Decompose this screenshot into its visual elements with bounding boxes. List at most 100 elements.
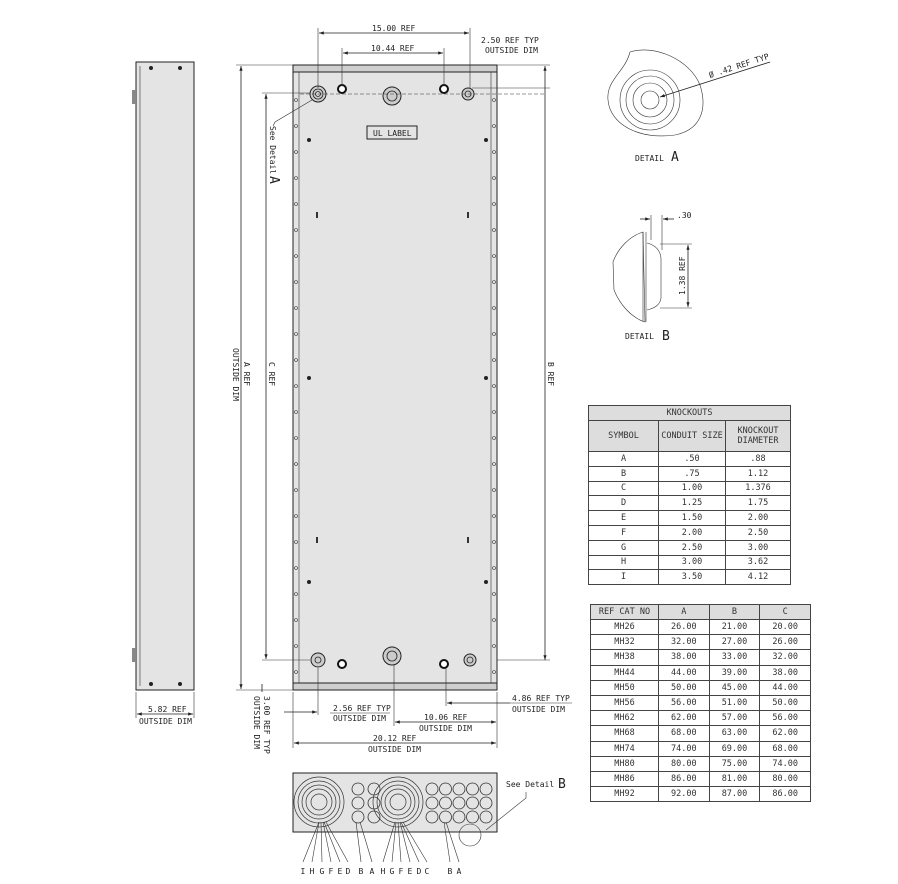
rivet-icon	[492, 280, 496, 284]
dim-15-ref: 15.00 REF	[372, 24, 416, 33]
table-cell: 26.00	[759, 634, 811, 651]
knockout	[425, 796, 439, 810]
callout-label: B	[448, 867, 453, 876]
table-cell: 80.00	[658, 755, 710, 772]
table-cell: MH50	[590, 679, 659, 696]
header-c: C	[759, 604, 811, 620]
knockouts-table: KNOCKOUTS SYMBOL CONDUIT SIZE KNOCKOUT D…	[588, 405, 791, 586]
callout-label: H	[381, 867, 386, 876]
table-cell: 33.00	[708, 649, 761, 666]
knockout	[367, 782, 381, 796]
detail-b-depth: .30	[677, 211, 692, 220]
screw-icon	[484, 376, 488, 380]
callout-leader	[311, 821, 320, 863]
detail-a: Ø .42 REF TYP DETAIL A	[607, 49, 771, 165]
table-cell: .75	[658, 465, 726, 482]
callout-label: E	[408, 867, 413, 876]
callout-label: I	[301, 867, 306, 876]
header-b: B	[708, 604, 761, 620]
rivet-icon	[294, 358, 298, 362]
callout-leader	[355, 821, 362, 863]
rivet-icon	[294, 540, 298, 544]
knockout-ring	[305, 788, 333, 816]
dim-10-44-ref: 10.44 REF	[371, 44, 415, 53]
rivet-icon	[294, 592, 298, 596]
knockout	[439, 810, 452, 824]
table-cell: 1.25	[658, 495, 726, 512]
rivet-icon	[492, 358, 496, 362]
rivet-icon	[294, 306, 298, 310]
rivet-icon	[492, 644, 496, 648]
table-cell: 2.50	[658, 539, 726, 556]
rivet-icon	[294, 514, 298, 518]
table-cell: F	[588, 524, 659, 541]
table-cell: MH32	[590, 634, 659, 651]
rivet-icon	[492, 514, 496, 518]
detail-b-title: DETAIL	[625, 332, 654, 341]
knockout	[452, 782, 466, 796]
table-cell: 74.00	[658, 740, 710, 757]
slot-icon	[467, 537, 469, 543]
knockout	[351, 782, 365, 796]
rivet-icon	[294, 488, 298, 492]
dim-b-ref: B REF	[546, 362, 555, 386]
rivet-icon	[294, 228, 298, 232]
callout-label: D	[346, 867, 351, 876]
table-cell: 68.00	[658, 725, 710, 742]
callout-leader	[302, 821, 320, 863]
knockout	[479, 796, 493, 810]
table-cell: 45.00	[708, 679, 761, 696]
slot-icon	[316, 212, 318, 218]
table-cell: MH86	[590, 770, 659, 788]
rivet-icon	[294, 384, 298, 388]
table-cell: .88	[725, 451, 791, 467]
knockout	[367, 796, 381, 810]
table-cell: 38.00	[759, 664, 811, 681]
callout-leader	[445, 821, 460, 863]
table-cell: 62.00	[658, 710, 710, 727]
dim-a-ref-sub: OUTSIDE DIM	[231, 348, 240, 401]
rivet-icon	[294, 462, 298, 466]
rivet-icon	[492, 540, 496, 544]
callout-leader	[320, 821, 323, 863]
table-cell: E	[588, 510, 659, 526]
header-ref-cat-no: REF CAT NO	[590, 604, 659, 620]
knockout	[479, 810, 493, 824]
knockout-ring	[389, 793, 407, 811]
table-cell: 20.00	[759, 618, 811, 636]
rivet-icon	[492, 98, 496, 102]
dim-20-12-sub: OUTSIDE DIM	[368, 745, 421, 754]
callout-label: C	[425, 867, 430, 876]
rivet-icon	[492, 254, 496, 258]
rivet-icon	[294, 410, 298, 414]
table-cell: 63.00	[708, 725, 761, 742]
table-cell: 38.00	[658, 649, 710, 666]
knockout	[466, 796, 479, 810]
knockout	[425, 782, 439, 796]
callout-label: H	[310, 867, 315, 876]
dim-20-12-ref: 20.12 REF	[373, 734, 417, 743]
see-detail-b-letter: B	[558, 777, 566, 792]
detail-a-dim: Ø .42 REF TYP	[708, 51, 771, 80]
rivet-icon	[294, 332, 298, 336]
knockout-ring	[293, 776, 345, 828]
callout-label: D	[417, 867, 422, 876]
detail-b: .30 1.38 REF DETAIL B	[612, 211, 692, 344]
callout-label: B	[359, 867, 364, 876]
screw-icon	[307, 376, 311, 380]
table-cell: 44.00	[658, 664, 710, 681]
rivet-icon	[492, 176, 496, 180]
callout-label: E	[338, 867, 343, 876]
rivet-icon	[492, 306, 496, 310]
table-cell: 74.00	[759, 755, 811, 772]
knockout	[466, 810, 479, 824]
screw-icon	[307, 580, 311, 584]
dim-2-56-sub: OUTSIDE DIM	[333, 714, 386, 723]
